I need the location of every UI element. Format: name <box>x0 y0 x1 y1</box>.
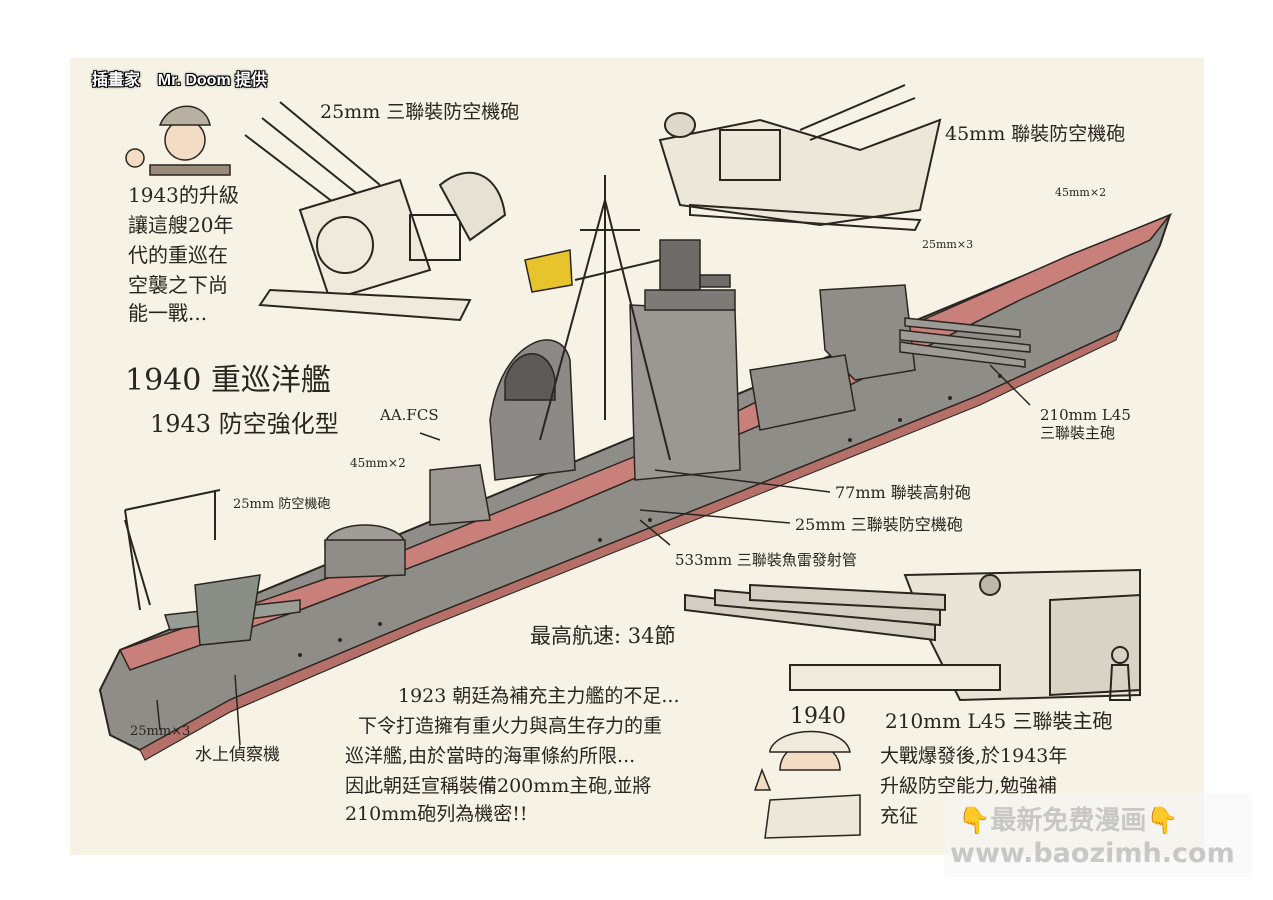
credit-text: 插畫家 Mr. Doom 提供 <box>92 72 268 89</box>
history-line4: 因此朝廷宣稱裝備200mm主砲,並將 <box>345 775 651 797</box>
turret-caption-year: 1940 <box>790 704 846 729</box>
title-line1: 1940 重巡洋艦 <box>125 363 331 398</box>
postwar-line3: 充征 <box>880 805 918 827</box>
turret-caption-name: 210mm L45 三聯裝主砲 <box>885 709 1113 733</box>
label-mid-45mm: 45mm×2 <box>350 456 406 470</box>
history-line1: 1923 朝廷為補充主力艦的不足... <box>398 685 680 707</box>
main-gun-barrels <box>899 317 1031 368</box>
label-25mm-triple: 25mm 三聯裝防空機砲 <box>795 515 963 534</box>
upgrade-note-line1: 1943的升級 <box>128 183 239 207</box>
postwar-line1: 大戰爆發後,於1943年 <box>880 745 1067 767</box>
upgrade-note-line4: 空襲之下尚 <box>128 273 228 297</box>
upgrade-note-line2: 讓這艘20年 <box>128 213 233 237</box>
seaplane <box>163 574 301 646</box>
upgrade-note-line5: 能一戰... <box>128 301 207 325</box>
postwar-line2: 升級防空能力,勉強補 <box>880 775 1057 797</box>
stern-crane <box>124 489 221 611</box>
character-bottom <box>753 730 861 839</box>
label-seaplane: 水上偵察機 <box>195 745 280 765</box>
upgrade-note-line3: 代的重巡在 <box>128 243 228 267</box>
label-77mm: 77mm 聯裝高射砲 <box>835 483 971 502</box>
label-torpedo: 533mm 三聯裝魚雷發射管 <box>675 551 857 569</box>
aa-45mm-heading: 45mm 聯裝防空機砲 <box>945 123 1125 145</box>
aa-45mm-twin-sketch <box>658 84 942 232</box>
history-line2: 下令打造擁有重火力與高生存力的重 <box>358 715 662 737</box>
watermark-url[interactable]: www.baozimh.com <box>950 838 1235 869</box>
pointing-hand-icon: 👇 <box>1146 806 1179 836</box>
aa-25mm-triple-sketch <box>244 101 507 322</box>
ship-flag <box>524 249 573 293</box>
watermark-box <box>944 793 1252 877</box>
watermark-title-text: 最新免费漫画 <box>990 806 1147 836</box>
label-turret-25mm: 25mm×3 <box>922 238 973 251</box>
label-bow-45mm: 45mm×2 <box>1055 186 1106 199</box>
label-stern-25mm: 25mm×3 <box>130 724 190 739</box>
label-leaders <box>156 364 1031 746</box>
label-max-speed: 最高航速: 34節 <box>530 624 675 648</box>
watermark-title: 👇最新免费漫画👇 <box>958 800 1179 837</box>
pointing-hand-icon: 👇 <box>958 806 991 836</box>
masts <box>539 175 671 461</box>
label-aa-fcs: AA.FCS <box>379 406 439 424</box>
label-mid-25mm-aa: 25mm 防空機砲 <box>233 496 330 512</box>
title-line2: 1943 防空強化型 <box>150 410 339 438</box>
history-line5: 210mm砲列為機密!! <box>345 803 528 825</box>
character-top-left <box>125 105 231 176</box>
label-main-gun-line1: 210mm L45 <box>1040 406 1131 424</box>
turret-210mm-sketch <box>684 568 1141 702</box>
superstructure <box>324 239 916 579</box>
label-main-gun-line2: 三聯裝主砲 <box>1040 424 1115 442</box>
aa-25mm-heading: 25mm 三聯裝防空機砲 <box>320 101 519 123</box>
history-line3: 巡洋艦,由於當時的海軍條約所限... <box>345 745 635 767</box>
